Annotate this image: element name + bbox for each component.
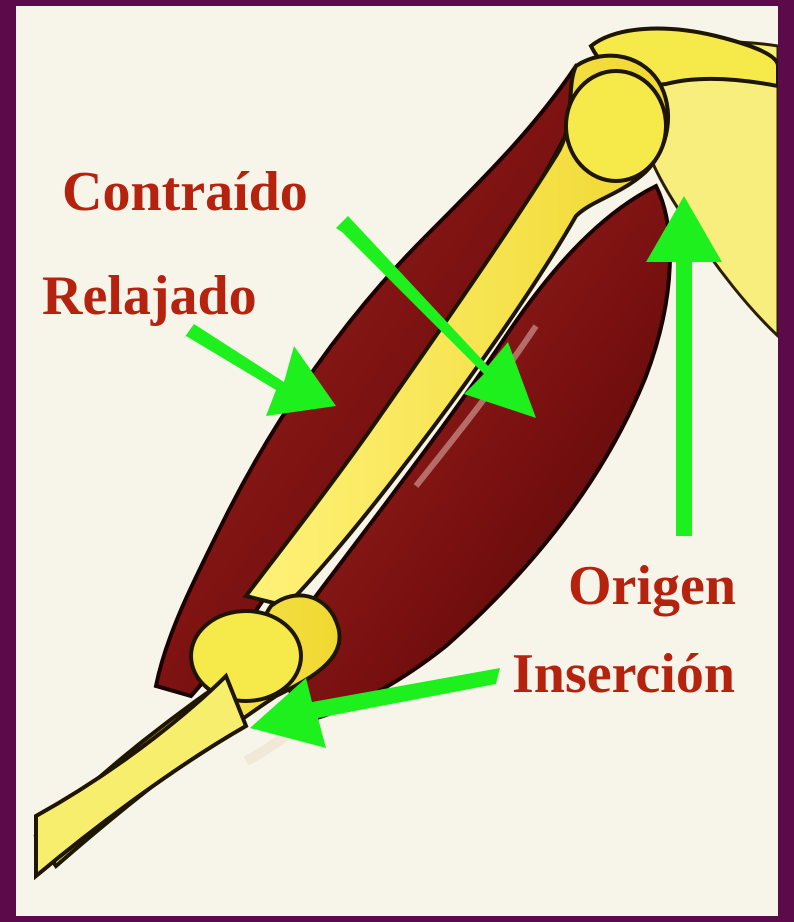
label-relaxed: Relajado — [42, 268, 257, 324]
arrow-origin — [646, 196, 722, 536]
label-contracted: Contraído — [62, 164, 308, 220]
label-insertion: Inserción — [512, 646, 735, 702]
label-origin: Origen — [568, 558, 736, 614]
pointer-arrows — [16, 6, 778, 916]
arrow-contracted — [336, 216, 536, 418]
diagram-frame: Contraído Relajado Origen Inserción — [16, 6, 778, 916]
arrow-relaxed — [184, 324, 336, 416]
arrow-insertion — [250, 668, 500, 748]
